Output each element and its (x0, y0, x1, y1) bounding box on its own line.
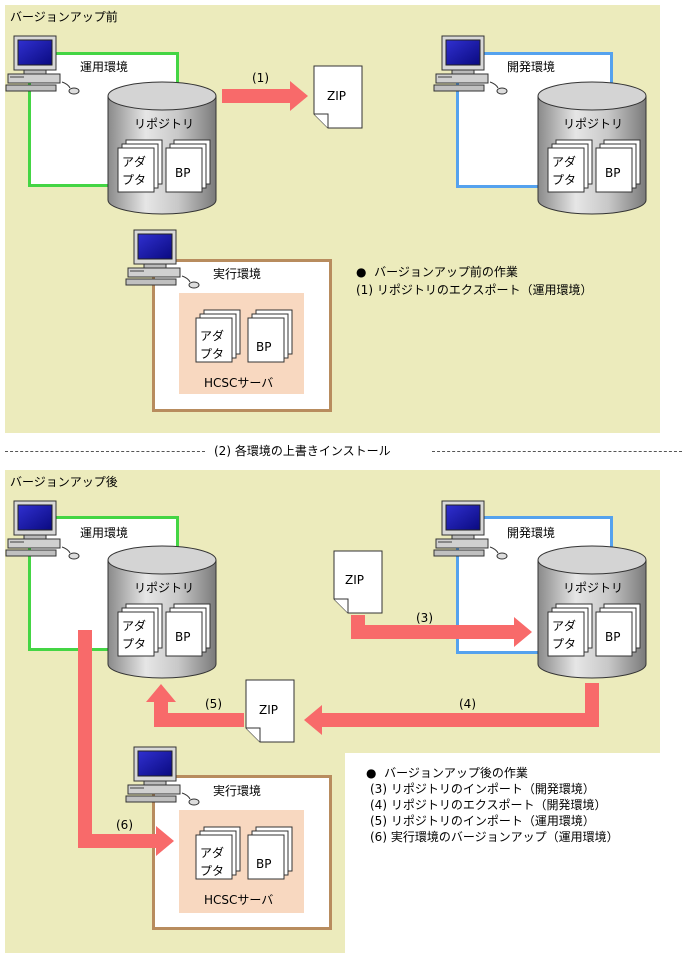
after-task-item: (3) リポジトリのインポート（開発環境） (370, 782, 595, 796)
step1-arrow (222, 81, 308, 111)
dev-repository-icon (537, 81, 647, 215)
after-ops-repository-label: リポジトリ (134, 581, 195, 595)
before-task-list: (1) リポジトリのエクスポート（運用環境） (356, 282, 592, 298)
ops-computer-icon (5, 35, 80, 95)
after-ops-env-label: 運用環境 (80, 524, 129, 541)
before-title: バージョンアップ前 (10, 10, 118, 24)
ops-env-label: 運用環境 (80, 58, 129, 75)
step4-label: (4) (459, 697, 476, 711)
after-bp-label: BP (175, 630, 191, 644)
step5-arrow (146, 684, 244, 727)
after-server-adapter-label: アダ プタ (200, 846, 225, 878)
bullet-icon: ● (356, 265, 367, 279)
before-tasks-heading: ● バージョンアップ前の作業 (356, 265, 518, 279)
after-dev-env-label: 開発環境 (507, 524, 556, 541)
after-dev-adapter-label: アダ プタ (552, 619, 577, 651)
server-adapter-label: アダ プタ (200, 329, 225, 361)
bullet-icon: ● (366, 766, 377, 780)
dev-computer-icon (433, 35, 508, 95)
before-task-item: (1) リポジトリのエクスポート（運用環境） (356, 283, 593, 297)
step6-label: (6) (116, 818, 133, 832)
after-dev-computer-icon (433, 500, 508, 560)
before-tasks-heading-text: バージョンアップ前の作業 (374, 265, 518, 279)
divider-line-right (432, 451, 682, 452)
dev-adapter-label: アダ プタ (552, 155, 577, 187)
after-ops-repository-icon (107, 545, 217, 679)
zip-label: ZIP (327, 89, 346, 103)
after-zip-label-top: ZIP (345, 573, 364, 587)
bp-label: BP (175, 166, 191, 180)
after-ops-computer-icon (5, 500, 80, 560)
after-dev-repository-label: リポジトリ (563, 581, 624, 595)
after-runtime-computer-icon (125, 746, 200, 806)
ops-repository-icon (107, 81, 217, 215)
after-task-item: (4) リポジトリのエクスポート（開発環境） (370, 798, 607, 812)
after-tasks-heading-text: バージョンアップ後の作業 (384, 766, 528, 780)
step6-arrow (78, 630, 174, 856)
runtime-computer-icon (125, 229, 200, 289)
step1-label: (1) (252, 71, 269, 85)
step3-label: (3) (416, 611, 433, 625)
after-task-list: (3) リポジトリのインポート（開発環境） (4) リポジトリのエクスポート（開… (370, 781, 619, 845)
after-dev-repository-icon (537, 545, 647, 679)
step3-arrow (351, 615, 532, 647)
after-dev-bp-label: BP (605, 630, 621, 644)
after-runtime-env-label: 実行環境 (213, 782, 262, 799)
after-tasks-heading: ● バージョンアップ後の作業 (366, 766, 528, 780)
divider-label: (2) 各環境の上書きインストール (214, 444, 391, 458)
ops-repository-label: リポジトリ (134, 117, 195, 131)
after-zip-label-bottom: ZIP (259, 703, 278, 717)
adapter-label: アダ プタ (122, 155, 147, 187)
step5-label: (5) (205, 697, 222, 711)
after-server-bp-label: BP (256, 857, 272, 871)
after-title: バージョンアップ後 (10, 475, 118, 489)
after-task-item: (6) 実行環境のバージョンアップ（運用環境） (370, 830, 619, 844)
after-hcsc-server-label: HCSCサーバ (204, 893, 274, 907)
after-task-item: (5) リポジトリのインポート（運用環境） (370, 814, 595, 828)
hcsc-server-label: HCSCサーバ (204, 376, 274, 390)
step4-arrow (304, 683, 599, 735)
runtime-env-label: 実行環境 (213, 265, 262, 282)
dev-bp-label: BP (605, 166, 621, 180)
divider-line-left (5, 451, 205, 452)
after-adapter-label: アダ プタ (122, 619, 147, 651)
dev-repository-label: リポジトリ (563, 117, 624, 131)
server-bp-label: BP (256, 340, 272, 354)
dev-env-label: 開発環境 (507, 58, 556, 75)
